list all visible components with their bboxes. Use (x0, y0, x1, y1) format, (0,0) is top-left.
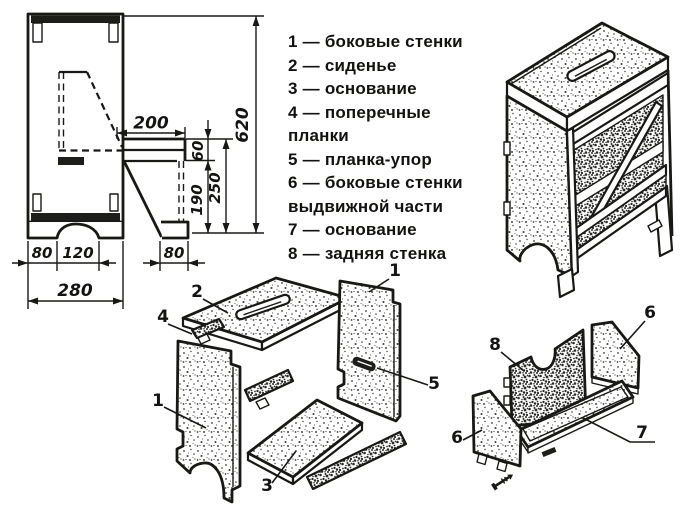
dim-step-thickness: 60 (189, 141, 207, 162)
base-edge-bar (31, 213, 120, 221)
legend-label: боковые стенки (324, 32, 463, 51)
seat-edge-bar (31, 15, 120, 23)
legend-num: 1 (288, 32, 298, 51)
legend-num: 5 (288, 149, 298, 169)
slider-foot (556, 267, 576, 299)
dim-foot-width: 80 (32, 244, 53, 262)
legend-item-8: 8—задняя стенка (288, 242, 496, 266)
dim-pullout-height: 250 (206, 172, 224, 203)
edge-notch (503, 141, 511, 156)
legend-num: 4 (288, 102, 298, 122)
legend-item-7: 7—основание (288, 218, 496, 242)
side-wall-front (505, 94, 574, 278)
legend-label: боковые стенки выдвижной части (288, 173, 463, 216)
side-wall-left-part (175, 339, 242, 504)
legend-item-5: 5—планка-упор (288, 148, 496, 172)
callout-seat: 2 (191, 282, 203, 302)
legend-dash: — (302, 79, 320, 98)
exploded-main-callouts: 2 4 1 1 5 3 (152, 261, 440, 496)
legend-dash: — (302, 102, 320, 122)
legend-dash: — (302, 32, 320, 51)
legend-num: 8 (288, 243, 298, 263)
legend-label: основание (324, 79, 417, 98)
legend-item-6: 6—боковые стенки выдвижной части (288, 171, 496, 218)
legend-label: сиденье (324, 55, 397, 75)
exploded-main-view: 2 4 1 1 5 3 (152, 261, 440, 504)
hidden-slider-outline (58, 70, 123, 165)
callout-slider-wall-left: 6 (451, 428, 463, 448)
corner-cleat-right (108, 22, 119, 43)
seat-slot (235, 293, 291, 321)
callout-side-wall-right: 1 (389, 261, 401, 281)
cross-plank-part (190, 317, 226, 340)
legend-dash: — (302, 55, 320, 75)
legend-dash: — (302, 149, 320, 169)
legend-item-1: 1—боковые стенки (288, 30, 496, 54)
stop-plank-mark (58, 157, 84, 165)
hand-slot (566, 50, 616, 82)
stop-plank-part (352, 356, 376, 372)
assembled-view (503, 21, 674, 299)
legend-dash: — (302, 243, 320, 263)
side-view-drawing: 620 200 60 190 250 8 (12, 12, 264, 309)
dim-slider-foot-width: 80 (164, 244, 185, 262)
foot-with-arch (26, 222, 125, 240)
dim-arch-width: 120 (62, 244, 93, 262)
base-part (246, 398, 364, 479)
legend-item-4: 4—поперечные планки (288, 101, 496, 148)
legend-label: задняя стенка (324, 243, 447, 263)
side-wall-right-part (336, 279, 402, 423)
bottom-cleat-right (109, 193, 119, 212)
bottom-cleat-left (32, 193, 42, 212)
side-view-dimensions: 620 200 60 190 250 8 (12, 15, 264, 309)
parts-legend: 1—боковые стенки 2—сиденье 3—основание 4… (288, 30, 496, 265)
corner-cleat-left (32, 22, 43, 43)
exploded-slider-callouts: 8 6 6 7 (451, 303, 656, 448)
legend-num: 3 (288, 79, 298, 98)
callout-cross-plank: 4 (157, 307, 169, 327)
legend-dash: — (302, 173, 320, 192)
callout-side-wall-left: 1 (152, 391, 164, 411)
dim-overall-height: 620 (233, 107, 253, 143)
pulled-step-outline (122, 137, 190, 240)
mortise-notch (647, 219, 663, 233)
legend-item-2: 2—сиденье (288, 54, 496, 78)
legend-label: основание (324, 220, 417, 239)
slider-base-part (515, 379, 635, 449)
legend-label: планка-упор (324, 149, 432, 169)
legend-label: поперечные планки (288, 102, 431, 146)
callout-stop-plank: 5 (428, 374, 440, 394)
callout-slider-base: 7 (636, 423, 648, 443)
callout-base: 3 (261, 476, 273, 496)
edge-notch (503, 201, 511, 216)
dowel (541, 447, 557, 457)
callout-back-wall: 8 (489, 335, 501, 355)
screw (491, 474, 514, 491)
back-wall-part (508, 328, 588, 428)
callout-slider-wall-right: 6 (644, 303, 656, 323)
slider-wall-left-part (471, 389, 523, 468)
cross-plank-rear (305, 430, 408, 491)
dim-overall-width: 280 (57, 281, 93, 301)
cross-plank-lower (243, 368, 295, 403)
dim-step-clearance: 190 (188, 184, 206, 215)
legend-num: 7 (288, 220, 298, 239)
legend-item-3: 3—основание (288, 77, 496, 101)
exploded-slider-view: 8 6 6 7 (451, 303, 656, 491)
stool-body-outline (26, 12, 125, 224)
dim-step-depth: 200 (133, 114, 169, 134)
legend-num: 6 (288, 173, 298, 192)
legend-num: 2 (288, 55, 298, 75)
slider-wall-right-part (590, 320, 641, 390)
legend-dash: — (302, 220, 320, 239)
